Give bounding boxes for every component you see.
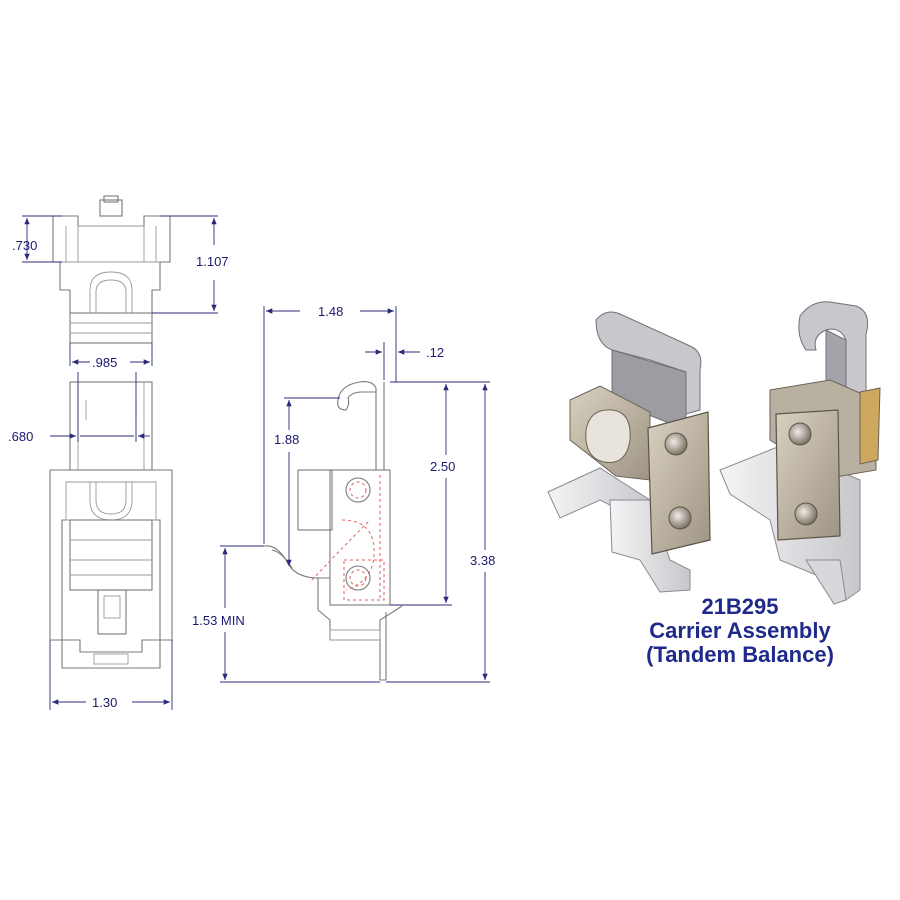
render-left [547, 311, 711, 593]
part-number: 21B295 [701, 594, 779, 619]
dim-188: 1.88 [274, 432, 299, 447]
part-name: Carrier Assembly [649, 618, 831, 643]
dim-250: 2.50 [430, 459, 455, 474]
dim-1107: 1.107 [196, 254, 229, 269]
front-view [49, 381, 173, 669]
dim-730: .730 [12, 238, 37, 253]
dim-012: .12 [426, 345, 444, 360]
dim-985: .985 [92, 355, 117, 370]
top-view [52, 195, 171, 344]
dim-130: 1.30 [92, 695, 117, 710]
side-view [263, 381, 403, 681]
dim-153-min: 1.53 MIN [192, 613, 245, 628]
dim-148: 1.48 [318, 304, 343, 319]
part-variant: (Tandem Balance) [646, 642, 834, 667]
dim-338: 3.38 [470, 553, 495, 568]
dim-680: .680 [8, 429, 33, 444]
dimension-lines [22, 215, 490, 710]
render-right [719, 301, 881, 605]
